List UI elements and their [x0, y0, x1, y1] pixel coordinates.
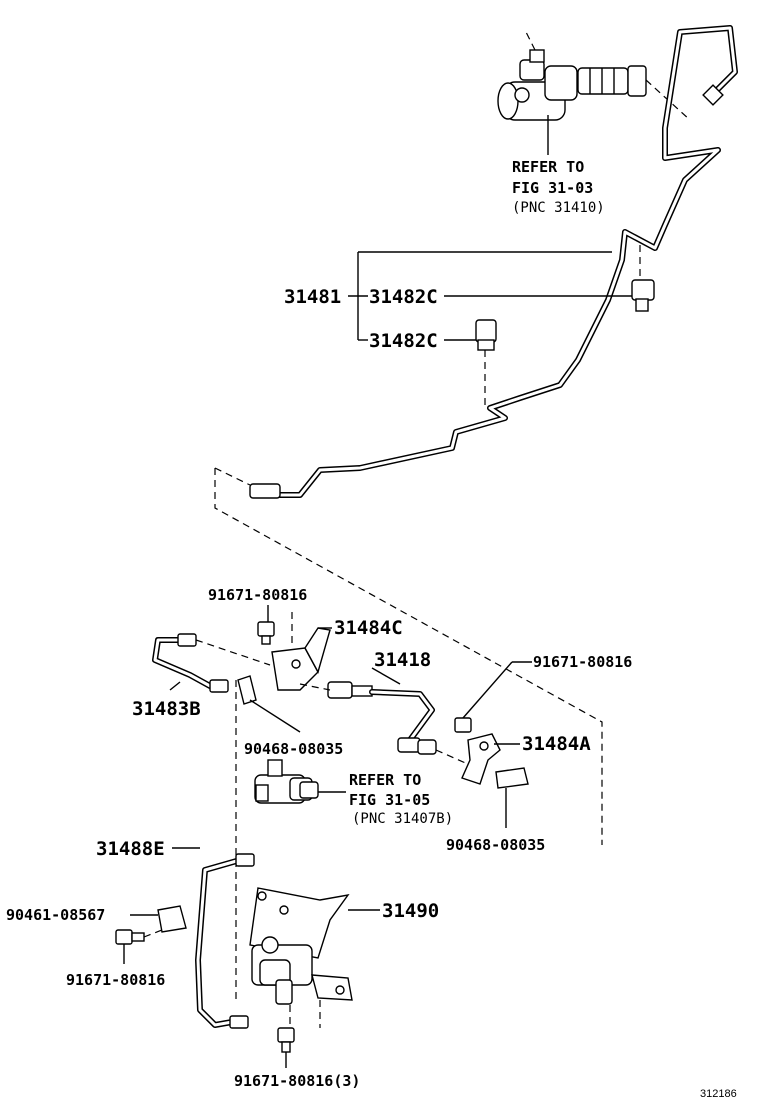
part-label-90468-left: 90468-08035 [244, 740, 343, 758]
brake-pipe-31483b [152, 633, 229, 693]
bolt-91671-right-drawing [454, 717, 472, 733]
part-label-31490: 31490 [382, 900, 439, 922]
part-label-31483b: 31483B [132, 698, 201, 720]
part-label-31418: 31418 [374, 649, 431, 671]
part-label-31482c-upper: 31482C [369, 286, 438, 308]
clip-31482c-lower-drawing [475, 319, 497, 410]
part-label-90468-right: 90468-08035 [446, 836, 545, 854]
clip-31482c-upper-drawing [631, 245, 655, 312]
part-label-31484a: 31484A [522, 733, 591, 755]
figure-id: 312186 [700, 1088, 737, 1100]
clip-90468-right-drawing [495, 767, 529, 789]
clip-90468-left-drawing [237, 675, 257, 705]
reference2-label-line3: (PNC 31407B) [352, 811, 453, 827]
part-label-90461: 90461-08567 [6, 906, 105, 924]
brake-pipe-31488e [195, 853, 255, 1029]
reference-label-line2: FIG 31-03 [512, 179, 593, 197]
bolt-91671-top-drawing [257, 621, 275, 645]
valve-31490-drawing [249, 887, 353, 1005]
brake-pipe-31481 [249, 25, 738, 499]
part-label-31482c-lower: 31482C [369, 330, 438, 352]
part-label-91671-bottom: 91671-80816(3) [234, 1072, 360, 1090]
part-label-31484c: 31484C [334, 617, 403, 639]
reference2-label-line2: FIG 31-05 [349, 791, 430, 809]
bolt-91671-left-drawing [115, 929, 145, 945]
part-label-31481: 31481 [284, 286, 341, 308]
flex-hose-31418 [327, 681, 437, 755]
valve-body-drawing [254, 759, 319, 804]
master-cylinder-drawing [497, 29, 691, 121]
reference-label-line1: REFER TO [512, 158, 584, 176]
part-label-91671-left: 91671-80816 [66, 971, 165, 989]
bolt-91671-bottom-drawing [277, 1027, 295, 1053]
reference-label-line3: (PNC 31410) [512, 200, 605, 216]
bracket-31484a-drawing [461, 733, 501, 785]
reference2-label-line1: REFER TO [349, 771, 421, 789]
part-label-91671-top: 91671-80816 [208, 586, 307, 604]
part-label-31488e: 31488E [96, 838, 165, 860]
part-label-91671-right: 91671-80816 [533, 653, 632, 671]
clip-90461-drawing [157, 905, 187, 933]
bracket-31484c-drawing [271, 627, 331, 691]
